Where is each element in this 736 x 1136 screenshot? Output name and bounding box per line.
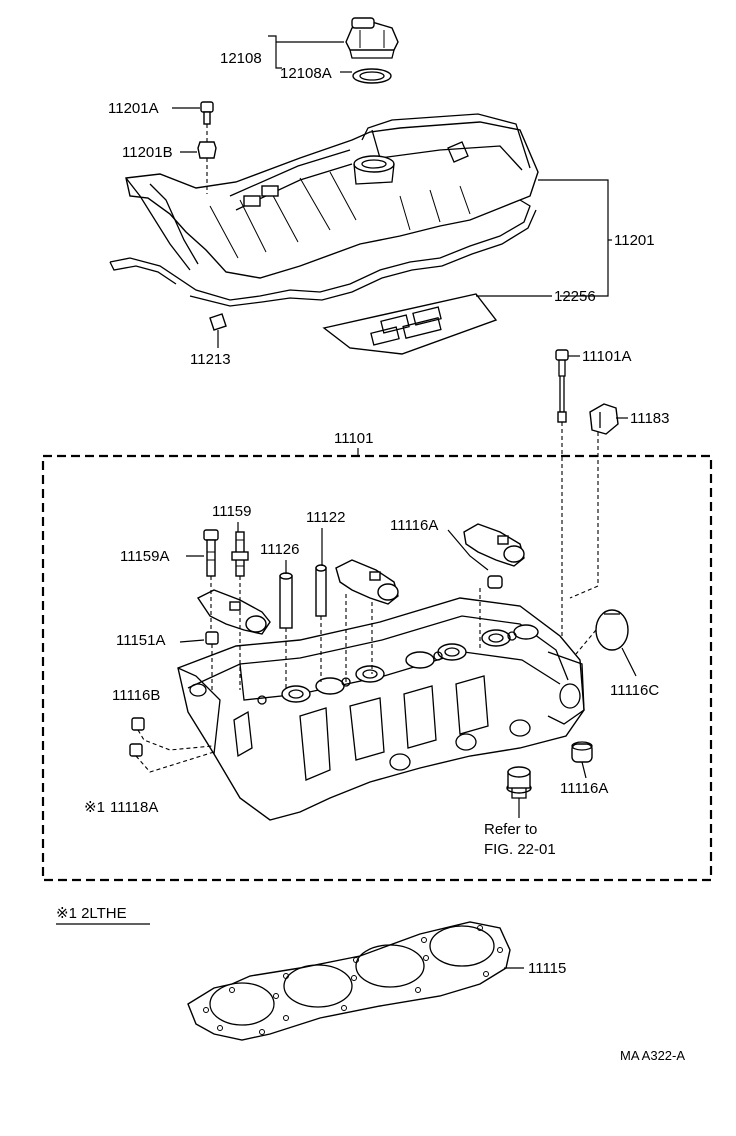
cover-bolt[interactable] [200, 101, 214, 125]
dowel-pin[interactable] [487, 575, 503, 589]
valve-guide-2[interactable] [315, 564, 327, 617]
plug-11118A[interactable] [129, 743, 143, 757]
label-11159: 11159 [212, 503, 252, 520]
label-11115: 11115 [528, 960, 566, 977]
spark-gasket-plate[interactable] [322, 293, 498, 355]
locating-pin[interactable] [205, 631, 219, 645]
label-12256: 12256 [554, 288, 596, 305]
label-11116C: 11116C [610, 682, 659, 699]
label-11126: 11126 [260, 541, 300, 558]
label-11116A-top: 11116A [390, 517, 438, 534]
label-11201B: 11201B [122, 144, 173, 161]
cap-stud[interactable] [231, 531, 249, 577]
leader-bracket-11201 [538, 179, 609, 297]
head-bolt-long[interactable] [555, 349, 569, 423]
label-12108A: 12108A [280, 65, 332, 82]
label-refer-line1: Refer to [484, 821, 537, 838]
label-11101: 11101 [334, 430, 374, 447]
label-12108: 12108 [220, 50, 262, 67]
expansion-plug-large[interactable] [595, 609, 629, 651]
label-11159A: 11159A [120, 548, 170, 565]
leader-bracket-12108 [268, 35, 282, 69]
cylinder-head-cover[interactable] [125, 113, 539, 279]
label-engine-note: ※1 2LTHE [56, 905, 127, 922]
leader-11116A-top [447, 529, 489, 571]
expansion-plug-small[interactable] [571, 741, 593, 763]
leader-11151A [179, 639, 205, 643]
valve-guide-1[interactable] [279, 572, 293, 629]
label-11201: 11201 [614, 232, 655, 249]
dash-plug-large [575, 629, 597, 655]
label-11201A: 11201A [108, 100, 159, 117]
dash-plug-down [569, 432, 599, 599]
label-11213: 11213 [190, 351, 231, 368]
cover-gasket[interactable] [109, 199, 537, 307]
label-11116B: 11116B [112, 687, 160, 704]
bearing-cap-front[interactable] [196, 589, 271, 635]
dash-11118A [135, 751, 215, 773]
glow-plug-stud[interactable] [506, 766, 532, 799]
label-note-mark: ※1 [84, 799, 105, 816]
label-11118A: 11118A [110, 799, 158, 816]
filler-cap-gasket[interactable] [352, 68, 392, 84]
cam-plug[interactable] [589, 403, 619, 435]
label-refer-line2: FIG. 22-01 [484, 841, 556, 858]
cover-clip[interactable] [209, 313, 227, 331]
label-11183: 11183 [630, 410, 670, 427]
head-gasket[interactable] [187, 921, 511, 1041]
label-11116A-bottom: 11116A [560, 780, 608, 797]
label-figure-code: MA A322-A [620, 1048, 685, 1063]
cover-grommet[interactable] [197, 141, 217, 159]
cylinder-head[interactable] [177, 597, 585, 821]
oil-filler-cap[interactable] [345, 17, 399, 59]
bearing-cap-rear[interactable] [463, 523, 525, 567]
plug-11116B[interactable] [131, 717, 145, 731]
label-11151A: 11151A [116, 632, 166, 649]
leader-11116C [621, 647, 637, 677]
cap-bolt[interactable] [203, 529, 219, 577]
leader-11116A-bottom [581, 761, 587, 779]
label-11122: 11122 [306, 509, 346, 526]
label-11101A: 11101A [582, 348, 632, 365]
bearing-cap-middle[interactable] [335, 559, 399, 605]
